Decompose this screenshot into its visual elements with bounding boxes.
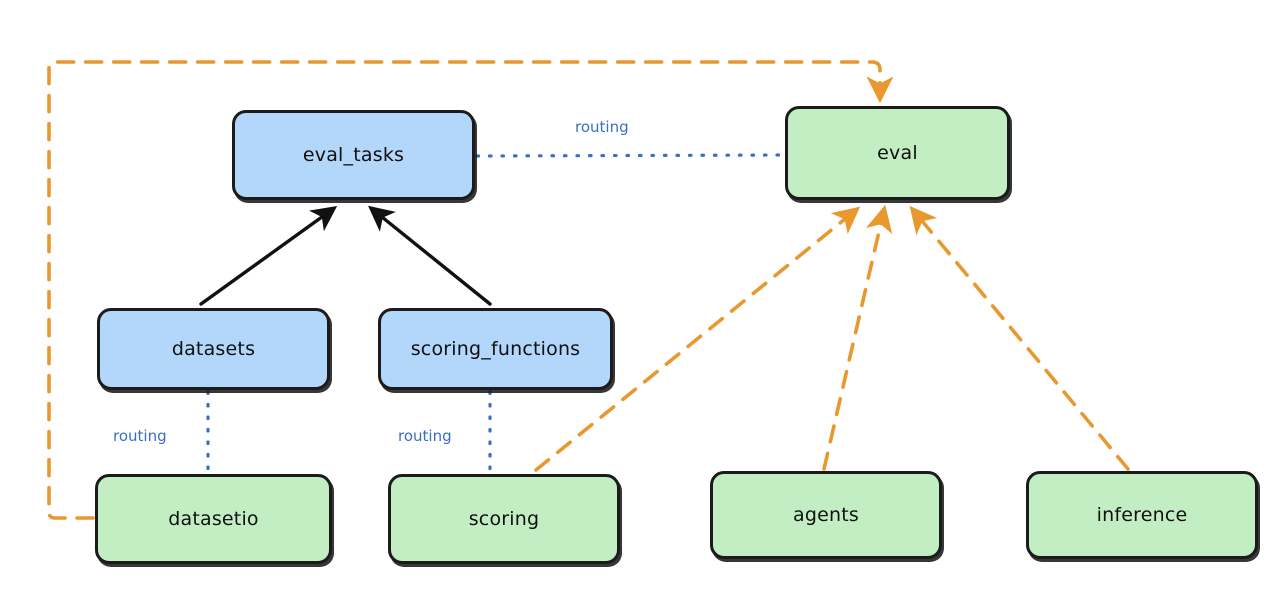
node-eval_tasks[interactable]: eval_tasks [232, 110, 475, 200]
edge-datasetio-eval [47, 60, 894, 520]
node-eval[interactable]: eval [785, 106, 1010, 200]
edge-label-datasets-datasetio: routing [113, 427, 167, 445]
edge-eval_tasks-eval [475, 153, 785, 158]
edge-datasets-eval_tasks [199, 206, 338, 306]
edge-scoring_functions-eval_tasks [368, 205, 492, 306]
edge-scoring-eval [534, 206, 861, 472]
edge-inference-eval [909, 205, 1130, 471]
node-scoring_functions[interactable]: scoring_functions [378, 308, 613, 390]
node-label-datasets: datasets [171, 338, 256, 360]
node-datasetio[interactable]: datasetio [95, 474, 332, 564]
edge-label-eval_tasks-eval: routing [575, 118, 629, 136]
node-label-agents: agents [793, 504, 859, 526]
node-agents[interactable]: agents [710, 471, 942, 559]
edge-agents-eval [822, 204, 893, 471]
node-label-scoring: scoring [468, 508, 540, 530]
node-label-datasetio: datasetio [168, 508, 259, 530]
node-scoring[interactable]: scoring [388, 474, 620, 564]
node-label-eval: eval [877, 142, 918, 164]
node-label-scoring_functions: scoring_functions [410, 338, 581, 360]
node-label-eval_tasks: eval_tasks [302, 144, 405, 166]
node-datasets[interactable]: datasets [97, 308, 330, 390]
edge-label-scoring_functions-scoring: routing [398, 427, 452, 445]
node-inference[interactable]: inference [1026, 471, 1258, 559]
node-label-inference: inference [1096, 504, 1188, 526]
